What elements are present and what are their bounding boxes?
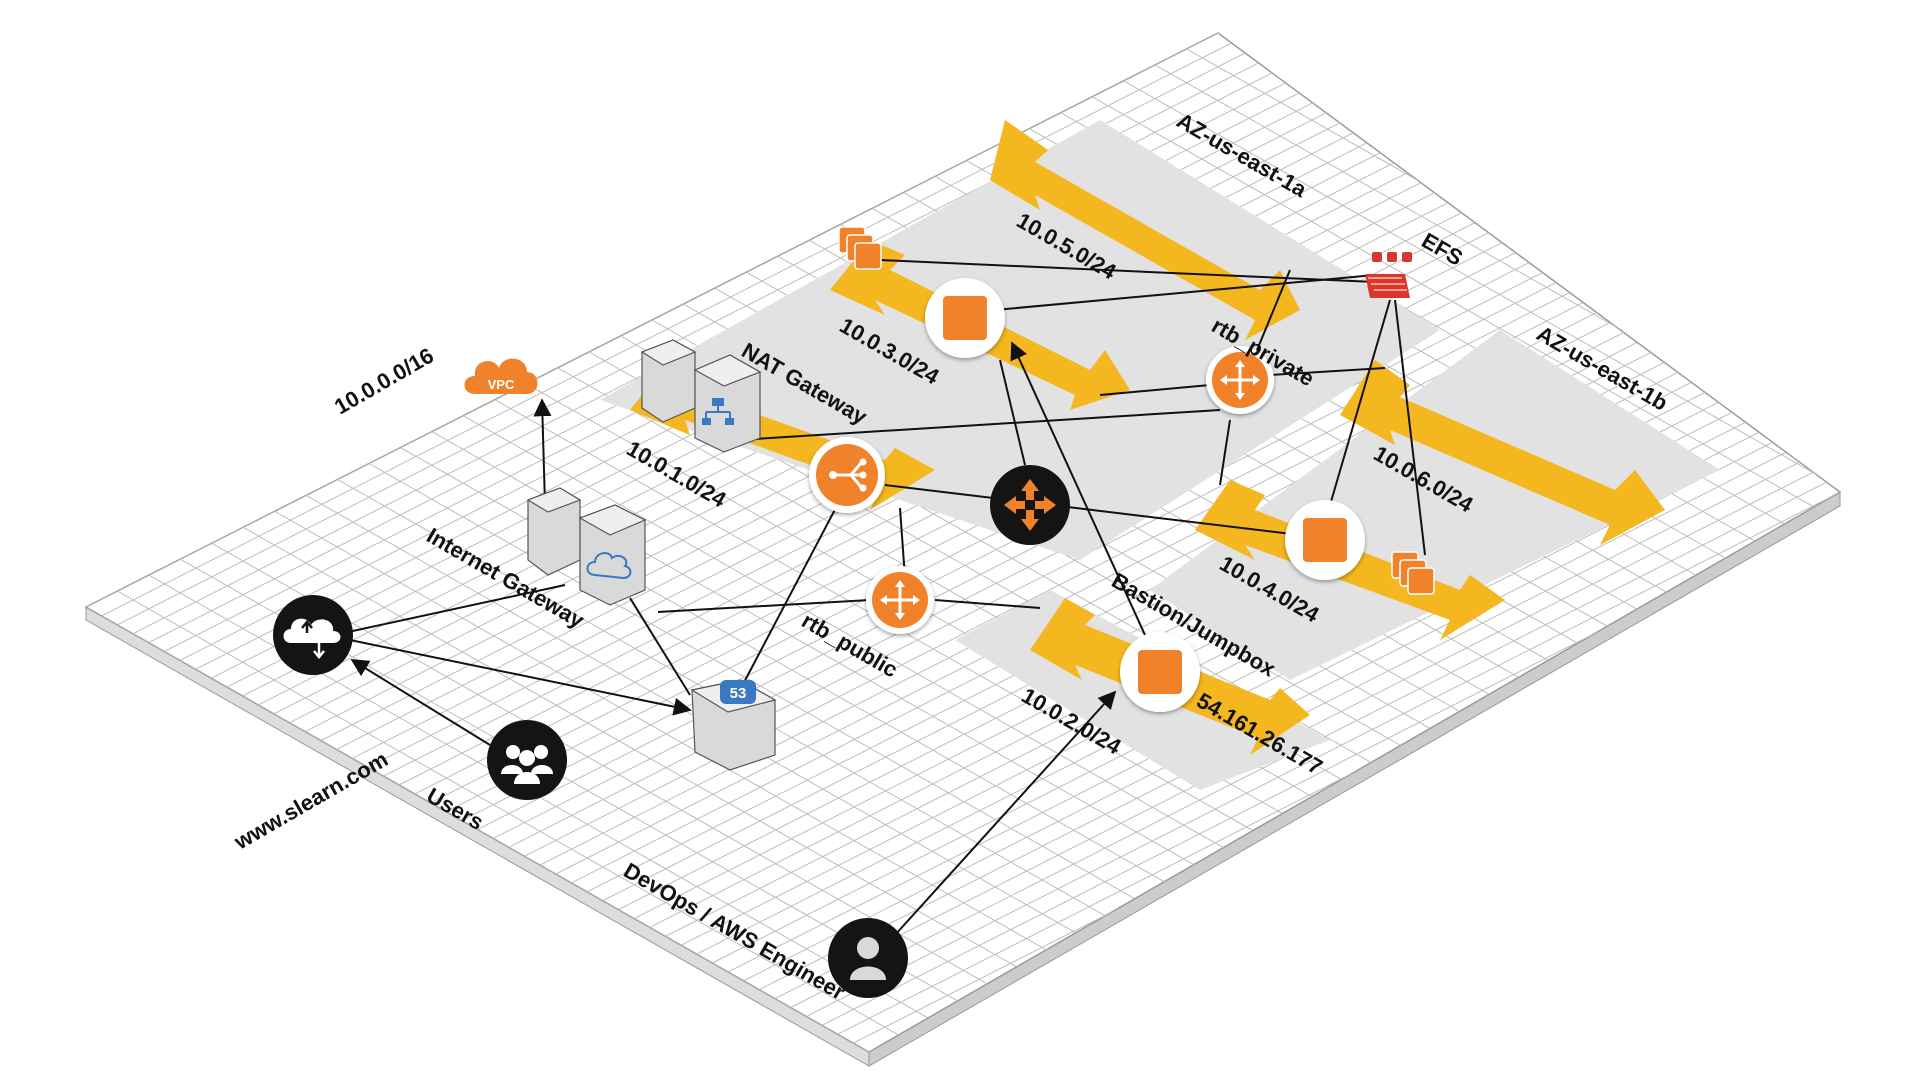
line-rtb-public-to-bastion: [934, 599, 1041, 609]
domain-label: www.slearn.com: [229, 746, 392, 855]
efs-icon: [1365, 252, 1412, 298]
line-rtb-private-down: [1219, 419, 1231, 486]
gateway-arrows-icon: [990, 465, 1070, 545]
line-asg-a-to-efs: [879, 259, 1376, 283]
line-igw-to-route53: [629, 597, 691, 696]
router-icon-private: [1206, 346, 1274, 414]
line-rtb-private-to-efs: [1269, 367, 1386, 376]
internet-gateway-icon: [526, 487, 647, 606]
line-route53-to-elb: [739, 499, 841, 691]
ec2-instance-icon-app-b: [1285, 500, 1365, 580]
subnet-arrow-10-0-6-0: [1340, 360, 1665, 545]
nat-gateway-icon: [640, 339, 762, 453]
az-band-us-east-1b: [1150, 330, 1720, 680]
line-cloud-to-route53: [349, 639, 692, 716]
vpc-badge: VPC: [488, 377, 515, 392]
line-gateway-to-app-a: [999, 359, 1026, 466]
users-group-icon: [487, 720, 567, 800]
auto-scaling-group-icon-a: [838, 226, 882, 270]
connection-lines: [347, 259, 1426, 936]
grid-line: [790, 433, 1840, 1008]
user-icon: [828, 918, 908, 998]
vpc-cidr-label: 10.0.0.0/16: [330, 343, 438, 420]
ec2-instance-icon-app-a: [925, 278, 1005, 358]
line-engineer-to-bastion: [894, 690, 1117, 936]
grid-line: [759, 415, 1840, 991]
line-rtb-private-to-subnet3: [1099, 384, 1211, 396]
line-elb-to-vpc: [533, 398, 552, 506]
grid-line: [86, 33, 1219, 608]
grid-line: [774, 424, 1840, 1000]
line-bastion-to-app-a: [1010, 341, 1146, 636]
subnet-arrow-10-0-5-0: [990, 120, 1300, 340]
router-icon-public: [866, 566, 934, 634]
auto-scaling-group-icon-b: [1391, 551, 1435, 595]
line-efs-to-asg-b: [1394, 299, 1426, 556]
route53-badge: 53: [730, 685, 747, 702]
line-elb-to-app-b: [884, 484, 1301, 536]
line-users-to-cloud: [350, 659, 491, 746]
vpc-cloud-icon: VPC: [464, 358, 538, 394]
route53-icon: 53: [690, 679, 777, 771]
grid-line: [743, 406, 1840, 982]
grid-line: [101, 41, 1234, 617]
line-efs-to-app-b: [1329, 299, 1391, 506]
line-app-a-to-efs: [994, 274, 1376, 311]
load-balancer-icon: [809, 437, 885, 513]
line-nat-to-rtb-private: [737, 409, 1221, 441]
line-igw-to-rtb-public: [657, 599, 871, 613]
line-cloud-to-igw: [347, 584, 566, 633]
grid-line: [806, 441, 1840, 1017]
ec2-instance-icon-bastion: [1120, 632, 1200, 712]
cloud-upload-icon: [273, 595, 353, 675]
